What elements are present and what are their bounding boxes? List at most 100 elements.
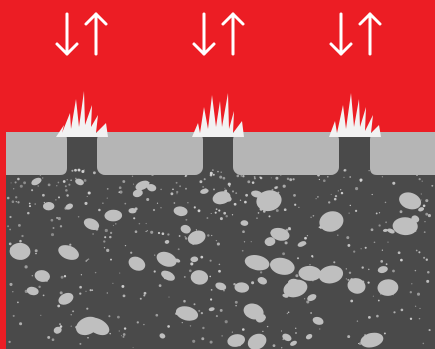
grit-particle: [220, 217, 223, 220]
grit-particle: [267, 326, 268, 327]
grit-particle: [400, 210, 403, 213]
grit-particle: [32, 275, 33, 276]
grit-particle: [107, 292, 108, 293]
grit-particle: [7, 197, 10, 200]
grit-particle: [213, 188, 215, 190]
grit-particle: [17, 201, 19, 203]
grit-particle: [295, 328, 296, 329]
grit-particle: [121, 335, 122, 336]
grit-particle: [19, 240, 22, 243]
grit-particle: [187, 202, 188, 203]
grit-particle: [335, 195, 337, 197]
grit-particle: [392, 182, 395, 185]
grit-particle: [122, 180, 125, 183]
grit-particle: [223, 212, 226, 215]
grit-particle: [362, 266, 364, 268]
grit-particle: [256, 218, 257, 219]
grit-particle: [185, 188, 187, 190]
grit-particle: [81, 274, 82, 275]
grit-particle: [18, 224, 21, 227]
grit-particle: [228, 183, 231, 186]
grit-particle: [420, 308, 421, 309]
grit-particle: [319, 179, 320, 180]
grit-particle: [365, 247, 367, 249]
grit-particle: [217, 242, 220, 245]
grit-particle: [282, 252, 285, 255]
grit-particle: [154, 270, 156, 272]
grit-particle: [176, 191, 178, 193]
grit-particle: [275, 177, 278, 180]
grit-particle: [16, 201, 17, 202]
grit-particle: [293, 194, 296, 197]
grit-particle: [112, 283, 113, 284]
grit-particle: [251, 241, 252, 242]
grit-particle: [271, 177, 272, 178]
grit-particle: [384, 332, 386, 334]
grit-particle: [251, 281, 254, 284]
grit-particle: [44, 202, 45, 203]
grit-particle: [368, 269, 370, 271]
grit-particle: [199, 180, 202, 183]
grit-particle: [53, 227, 55, 229]
grit-particle: [87, 337, 89, 339]
grit-particle: [346, 236, 349, 239]
grit-particle: [235, 305, 237, 307]
grit-particle: [268, 215, 270, 217]
grit-particle: [84, 202, 87, 205]
grit-particle: [198, 209, 201, 212]
grit-particle: [242, 230, 245, 233]
grit-particle: [327, 176, 329, 178]
grit-particle: [119, 191, 122, 194]
grit-particle: [317, 196, 319, 198]
grit-particle: [74, 169, 77, 172]
grit-particle: [190, 325, 191, 326]
grit-particle: [232, 214, 233, 215]
grit-particle: [358, 343, 359, 344]
grit-particle: [349, 213, 350, 214]
grit-particle: [67, 179, 68, 180]
grit-particle: [288, 312, 290, 314]
grit-particle: [298, 207, 299, 208]
grit-particle: [123, 295, 126, 298]
grit-particle: [9, 283, 12, 286]
grit-particle: [104, 247, 105, 248]
grit-particle: [140, 298, 142, 300]
grit-particle: [184, 276, 186, 278]
grit-particle: [25, 265, 28, 268]
grit-particle: [103, 240, 105, 242]
grit-particle: [68, 184, 70, 186]
grit-particle: [102, 202, 103, 203]
grit-particle: [132, 176, 133, 177]
grit-particle: [43, 295, 45, 297]
grit-particle: [385, 221, 387, 223]
grit-particle: [260, 271, 262, 273]
grit-particle: [86, 308, 88, 310]
grit-particle: [61, 276, 64, 279]
grit-particle: [294, 204, 296, 206]
grit-particle: [31, 189, 33, 191]
grit-particle: [9, 243, 12, 246]
grit-particle: [110, 232, 112, 234]
grit-particle: [109, 333, 111, 335]
grit-particle: [7, 225, 9, 227]
grit-particle: [119, 186, 122, 189]
grit-particle: [51, 233, 54, 236]
grit-particle: [428, 214, 431, 217]
grit-particle: [38, 286, 40, 288]
grit-particle: [108, 315, 110, 317]
grit-particle: [415, 270, 416, 271]
grit-particle: [417, 293, 420, 296]
grit-particle: [415, 306, 416, 307]
grit-particle: [124, 327, 126, 329]
grit-particle: [421, 199, 422, 200]
grit-particle: [17, 178, 20, 181]
grit-particle: [63, 180, 66, 183]
grit-particle: [59, 323, 61, 325]
grit-particle: [154, 255, 155, 256]
grit-particle: [240, 200, 241, 201]
grit-particle: [225, 320, 228, 323]
grit-particle: [368, 316, 371, 319]
grit-particle: [259, 176, 261, 178]
soil-stone: [288, 279, 299, 287]
grit-particle: [273, 344, 276, 347]
